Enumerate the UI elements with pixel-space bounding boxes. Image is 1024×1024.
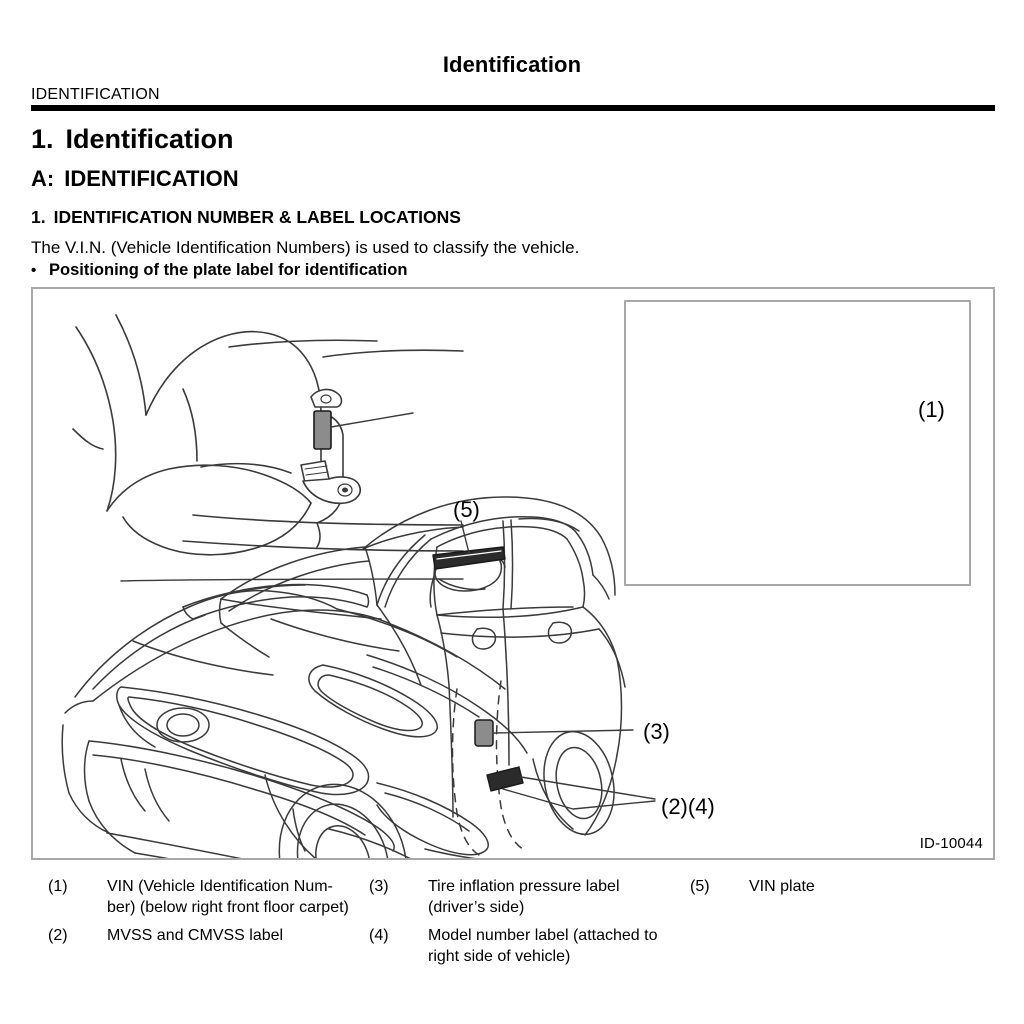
section-title: IDENTIFICATION (64, 166, 239, 191)
callout-3-label: (3) (643, 719, 670, 744)
legend-text-line: (driver’s side) (428, 899, 525, 916)
bullet-dot-icon: • (31, 262, 37, 279)
legend-item: (1) VIN (Vehicle Identification Num- ber… (48, 876, 378, 918)
figure-code: ID-10044 (919, 835, 983, 852)
legend-text-line: MVSS and CMVSS label (107, 927, 284, 944)
chapter-number: 1. (31, 124, 54, 154)
legend-key: (2) (48, 927, 68, 944)
legend-column-3: (5) VIN plate (690, 876, 990, 904)
vin-stamp-plate (313, 410, 332, 450)
inset-detail-panel (72, 300, 971, 586)
callout-1-label: (1) (918, 397, 945, 422)
legend-text-line: right side of vehicle) (428, 948, 571, 965)
chapter-title: Identification (65, 124, 234, 154)
section-kicker: IDENTIFICATION (31, 86, 160, 103)
section-letter: A: (31, 166, 55, 191)
bullet-label: Positioning of the plate label for ident… (49, 261, 408, 279)
mvss-model-label-marker (486, 766, 524, 792)
vehicle-identification-illustration: (1) (5) (3) (2)(4) (61, 300, 971, 858)
callout-5-label: (5) (453, 497, 480, 522)
legend-item: (5) VIN plate (690, 876, 990, 897)
subsection-number: 1. (31, 207, 46, 227)
figure-frame: (1) (5) (3) (2)(4) ID-10044 (31, 287, 995, 860)
legend-text-line: VIN plate (749, 878, 815, 895)
legend-item: (2) MVSS and CMVSS label (48, 925, 378, 946)
chapter-heading: 1. Identification (31, 124, 234, 155)
page-running-title: Identification (442, 52, 582, 77)
subsection-heading: 1. IDENTIFICATION NUMBER & LABEL LOCATION… (31, 207, 461, 228)
inset-carpet-drawing (72, 314, 464, 582)
legend-key: (4) (369, 927, 389, 944)
callout-2-4-label: (2)(4) (661, 794, 715, 819)
legend-text-line: VIN (Vehicle Identification Num- (107, 878, 333, 895)
legend-column-1: (1) VIN (Vehicle Identification Num- ber… (48, 876, 378, 953)
bullet-item: • Positioning of the plate label for iden… (31, 261, 407, 280)
legend-text-line: ber) (below right front floor carpet) (107, 899, 349, 916)
header-rule (31, 105, 995, 111)
vehicle-drawing (61, 496, 656, 858)
subsection-title: IDENTIFICATION NUMBER & LABEL LOCATIONS (53, 207, 461, 227)
legend-text-line: Model number label (attached to (428, 927, 658, 944)
section-heading: A: IDENTIFICATION (31, 166, 239, 192)
legend-item: (3) Tire inflation pressure label (drive… (369, 876, 699, 918)
legend-key: (1) (48, 878, 68, 895)
tire-pressure-label-marker (474, 719, 494, 747)
legend-key: (5) (690, 878, 710, 895)
intro-paragraph: The V.I.N. (Vehicle Identification Numbe… (31, 238, 580, 257)
legend-text-line: Tire inflation pressure label (428, 878, 620, 895)
legend-item: (4) Model number label (attached to righ… (369, 925, 699, 967)
legend-column-2: (3) Tire inflation pressure label (drive… (369, 876, 699, 974)
vin-plate-marker (432, 546, 506, 570)
legend-key: (3) (369, 878, 389, 895)
